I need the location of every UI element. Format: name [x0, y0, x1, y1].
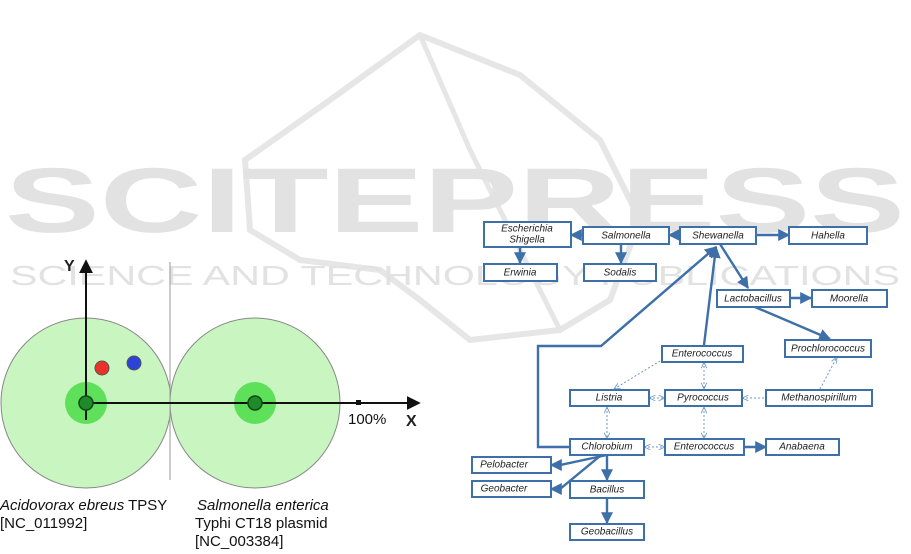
- left-caption: Acidovorax ebreus TPSY [NC_011992]: [0, 497, 167, 533]
- right-caption-accession: [NC_003384]: [195, 533, 284, 550]
- edge-chlorobium-geobacter: [549, 455, 601, 495]
- node-sodalis-label: Sodalis: [604, 268, 637, 279]
- node-listria: Listria: [569, 389, 650, 407]
- node-shewanella: Shewanella: [679, 226, 757, 245]
- blue-point: [126, 355, 142, 371]
- left-caption-line1: Acidovorax ebreus TPSY: [0, 497, 167, 515]
- node-anabaena-label: Anabaena: [778, 442, 825, 453]
- left-caption-strain: TPSY: [124, 497, 168, 514]
- watermark-subtitle: SCIENCE AND TECHNOLOGY PUBLICATIONS: [10, 260, 900, 291]
- node-lactobacillus-label: Lactobacillus: [724, 294, 782, 305]
- red-point: [94, 360, 110, 376]
- node-enterococcus-mid: Enterococcus: [664, 438, 745, 456]
- node-geobacter: Geobacter: [471, 480, 552, 498]
- node-geobacillus: Geobacillus: [569, 523, 645, 541]
- node-escherichia-line2: Shigella: [509, 235, 545, 246]
- node-salmonella: Salmonella: [582, 226, 670, 245]
- right-caption: Salmonella enterica Typhi CT18 plasmid […: [192, 497, 329, 551]
- edge-enterococcus-shewanella: [702, 245, 721, 346]
- node-enterococcus-top: Enterococcus: [661, 345, 744, 363]
- node-lactobacillus: Lactobacillus: [716, 289, 791, 308]
- left-caption-species: Acidovorax ebreus: [0, 497, 125, 514]
- edge-chlorobium-shewanella: [536, 246, 717, 449]
- node-methanospirillum: Methanospirillum: [765, 389, 873, 407]
- node-chlorobium-label: Chlorobium: [581, 442, 632, 453]
- node-geobacillus-label: Geobacillus: [581, 527, 633, 538]
- node-shewanella-label: Shewanella: [692, 231, 744, 242]
- node-anabaena: Anabaena: [765, 438, 840, 456]
- node-sodalis: Sodalis: [583, 263, 657, 282]
- right-center-point: [247, 395, 263, 411]
- right-caption-species: Salmonella enterica: [197, 497, 329, 514]
- tick-100-label: 100%: [348, 411, 386, 428]
- node-escherichia-line1: Escherichia: [501, 224, 553, 235]
- edge-chlorobium-pelobacter: [549, 453, 608, 471]
- similarity-plot: Y X 100%: [0, 258, 421, 489]
- left-caption-accession: [NC_011992]: [0, 515, 88, 532]
- node-methanospirillum-label: Methanospirillum: [781, 393, 857, 404]
- x-axis-label: X: [406, 413, 417, 430]
- left-center-point: [78, 395, 94, 411]
- node-bacillus-label: Bacillus: [590, 485, 624, 496]
- node-bacillus: Bacillus: [569, 480, 645, 499]
- node-listria-label: Listria: [596, 393, 623, 404]
- watermark-title: SCITEPRESS: [5, 150, 905, 252]
- edge-lactobacillus-prochlorococcus: [754, 305, 832, 341]
- node-enterococcus-top-label: Enterococcus: [672, 349, 733, 360]
- edge-shewanella-lactobacillus: [718, 243, 750, 290]
- node-salmonella-label: Salmonella: [601, 231, 651, 242]
- edge-listria-enterococcus: [614, 360, 661, 389]
- watermark-book-icon: [241, 31, 644, 344]
- node-moorella: Moorella: [811, 289, 888, 308]
- node-hahella-label: Hahella: [811, 231, 845, 242]
- node-pyrococcus: Pyrococcus: [664, 389, 743, 407]
- graph-edges: [514, 229, 837, 525]
- node-pelobacter-label: Pelobacter: [480, 460, 528, 471]
- graph-nodes: Escherichia Shigella Salmonella Shewanel…: [471, 221, 888, 541]
- right-caption-species-line: Salmonella enterica: [192, 497, 329, 515]
- node-chlorobium: Chlorobium: [569, 438, 645, 456]
- node-erwinia: Erwinia: [483, 263, 558, 282]
- right-caption-strain: Typhi CT18 plasmid: [195, 515, 328, 532]
- node-escherichia-shigella: Escherichia Shigella: [483, 221, 572, 248]
- tick-100: [356, 400, 361, 405]
- node-moorella-label: Moorella: [830, 294, 869, 305]
- y-axis-label: Y: [64, 258, 75, 275]
- node-geobacter-label: Geobacter: [481, 484, 528, 495]
- node-enterococcus-mid-label: Enterococcus: [674, 442, 735, 453]
- node-hahella: Hahella: [788, 226, 868, 245]
- watermark: SCITEPRESS SCIENCE AND TECHNOLOGY PUBLIC…: [5, 31, 905, 344]
- node-pyrococcus-label: Pyrococcus: [677, 393, 729, 404]
- node-pelobacter: Pelobacter: [471, 456, 552, 474]
- node-erwinia-label: Erwinia: [504, 268, 537, 279]
- node-prochlorococcus: Prochlorococcus: [784, 339, 872, 358]
- node-prochlorococcus-label: Prochlorococcus: [791, 344, 865, 355]
- edge-methanospirillum-prochlorococcus: [819, 357, 837, 390]
